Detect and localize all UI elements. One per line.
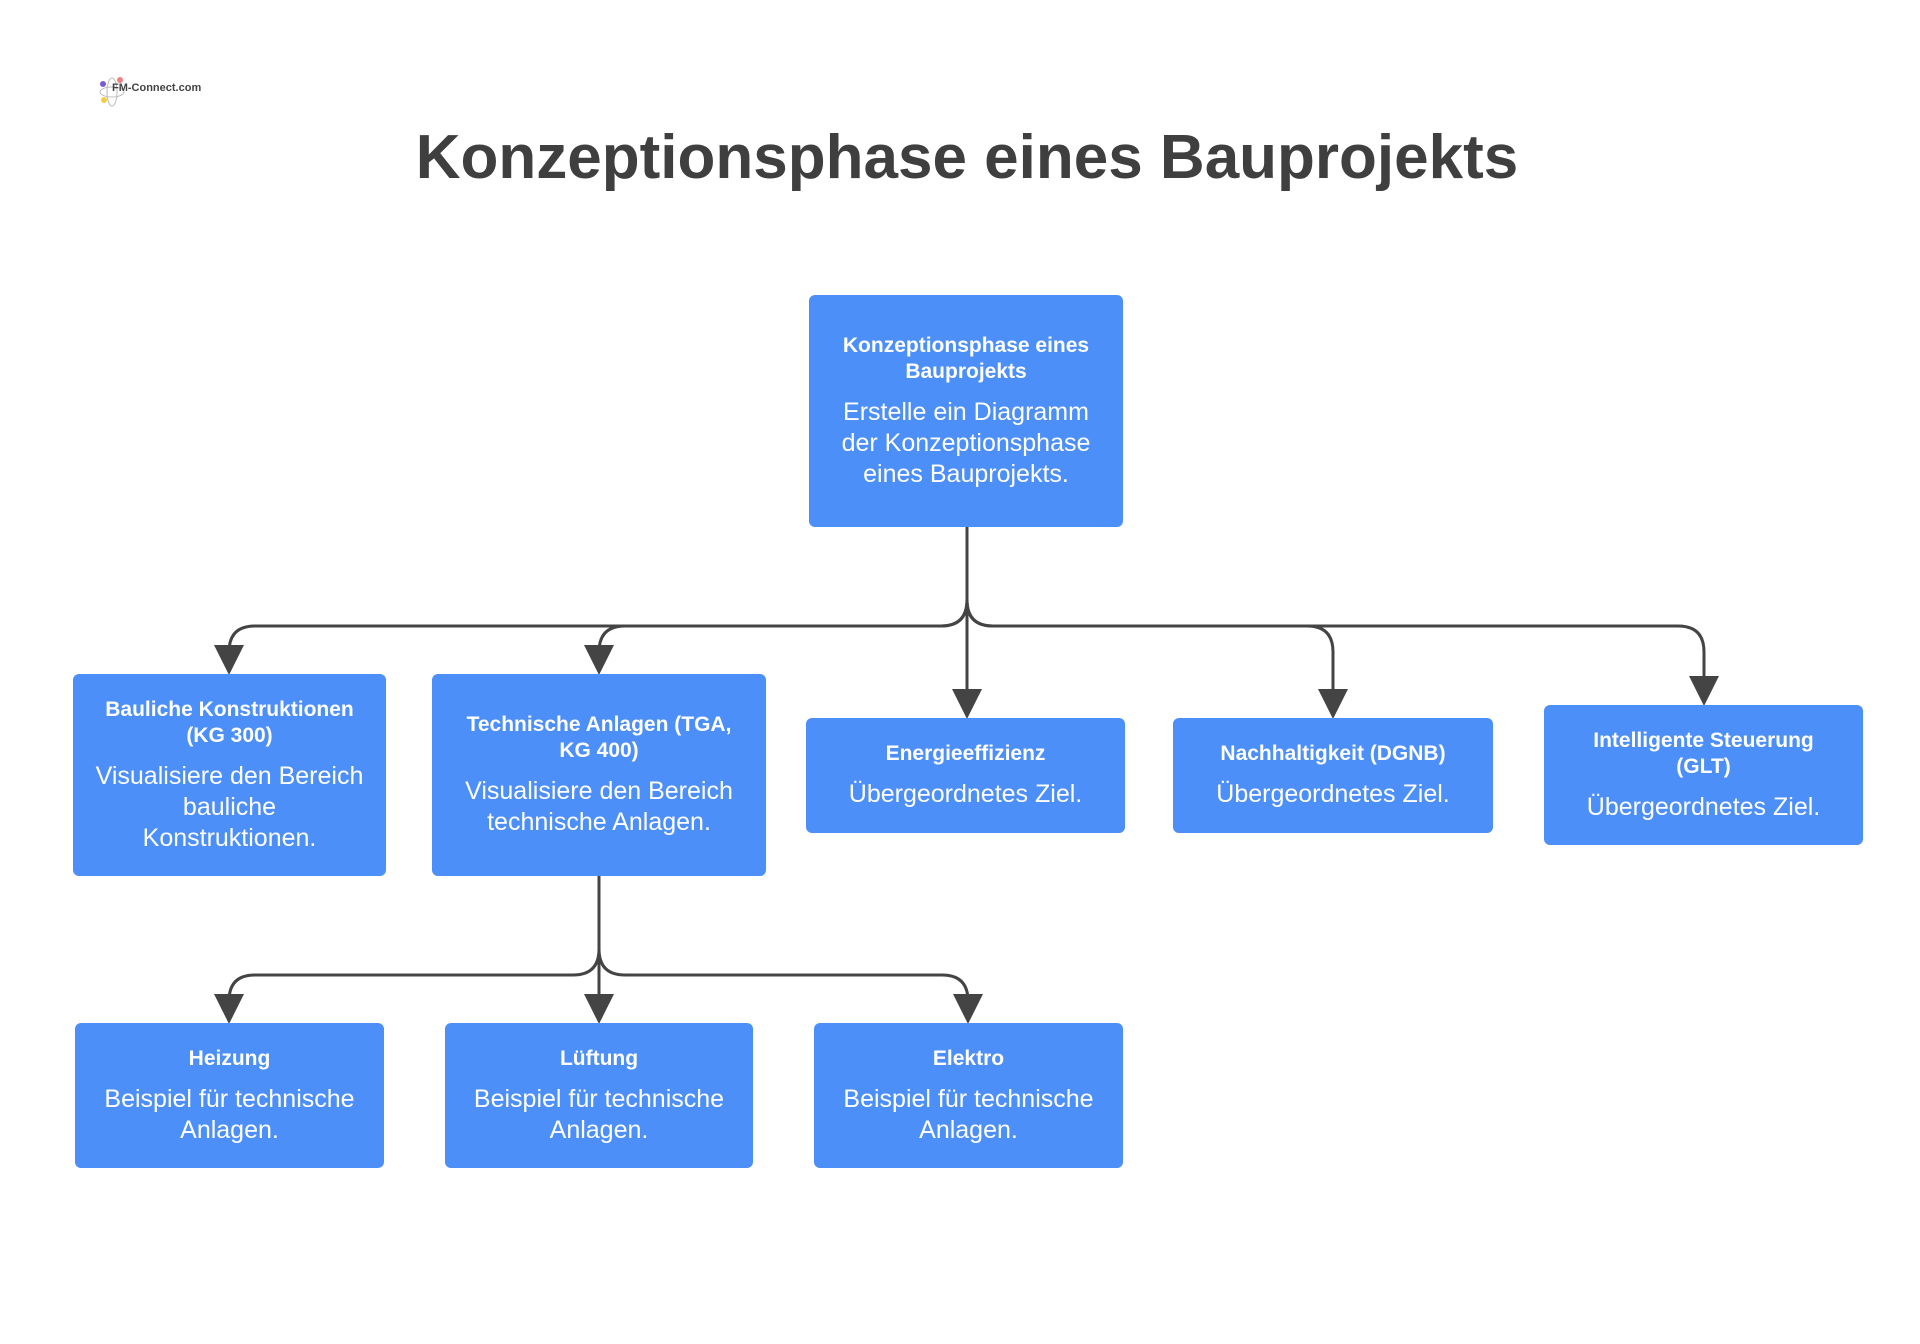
node-desc: Beispiel für technische Anlagen. [473,1084,725,1144]
node-desc: Übergeordnetes Ziel. [1586,792,1821,821]
node-title: Bauliche Konstruktionen (KG 300) [105,697,354,747]
node-desc: Übergeordnetes Ziel. [848,780,1083,808]
node-title: Elektro [932,1046,1005,1070]
node-desc: Visualisiere den Bereich technische Anla… [465,777,733,836]
node-elektro[interactable]: Elektro Beispiel für technische Anlagen. [814,1023,1123,1168]
connector-root-nachhaltigkeit [965,599,1348,719]
node-desc: Übergeordnetes Ziel. [1216,780,1450,808]
node-energieeffizienz[interactable]: Energieeffizienz Übergeordnetes Ziel. [806,718,1125,833]
node-intelligente-steuerung[interactable]: Intelligente Steuerung (GLT) Übergeordne… [1544,705,1863,845]
logo-text: FM-Connect.com [112,82,202,94]
logo: FM-Connect.com [98,74,201,110]
node-lueftung[interactable]: Lüftung Beispiel für technische Anlagen. [445,1023,753,1168]
node-title: Lüftung [559,1046,639,1070]
logo-atom-icon [99,77,125,107]
node-title: Konzeptionsphase eines Bauprojekts [842,333,1090,383]
node-title: Technische Anlagen (TGA, KG 400) [466,713,732,762]
node-title: Heizung [188,1046,271,1070]
node-desc: Erstelle ein Diagramm der Konzeptionspha… [841,397,1091,488]
connector-root-bauliche [214,527,969,675]
node-desc: Beispiel für technische Anlagen. [843,1084,1094,1144]
node-title: Intelligente Steuerung (GLT) [1593,728,1814,778]
node-title: Energieeffizienz [885,742,1046,765]
connector-root-steuerung [965,599,1719,706]
node-bauliche-konstruktionen[interactable]: Bauliche Konstruktionen (KG 300) Visuali… [73,674,386,876]
page-title: Konzeptionsphase eines Bauprojekts [415,123,1519,192]
node-desc: Visualisiere den Bereich bauliche Konstr… [95,761,364,852]
node-root[interactable]: Konzeptionsphase eines Bauprojekts Erste… [809,295,1123,527]
connector-root-technische [584,599,969,675]
node-desc: Beispiel für technische Anlagen. [104,1084,355,1144]
node-title: Nachhaltigkeit (DGNB) [1220,742,1446,765]
node-technische-anlagen[interactable]: Technische Anlagen (TGA, KG 400) Visuali… [432,674,766,876]
connector-tga-heizung [214,876,601,1024]
node-nachhaltigkeit[interactable]: Nachhaltigkeit (DGNB) Übergeordnetes Zie… [1173,718,1493,833]
connector-tga-elektro [597,948,983,1024]
node-heizung[interactable]: Heizung Beispiel für technische Anlagen. [75,1023,384,1168]
